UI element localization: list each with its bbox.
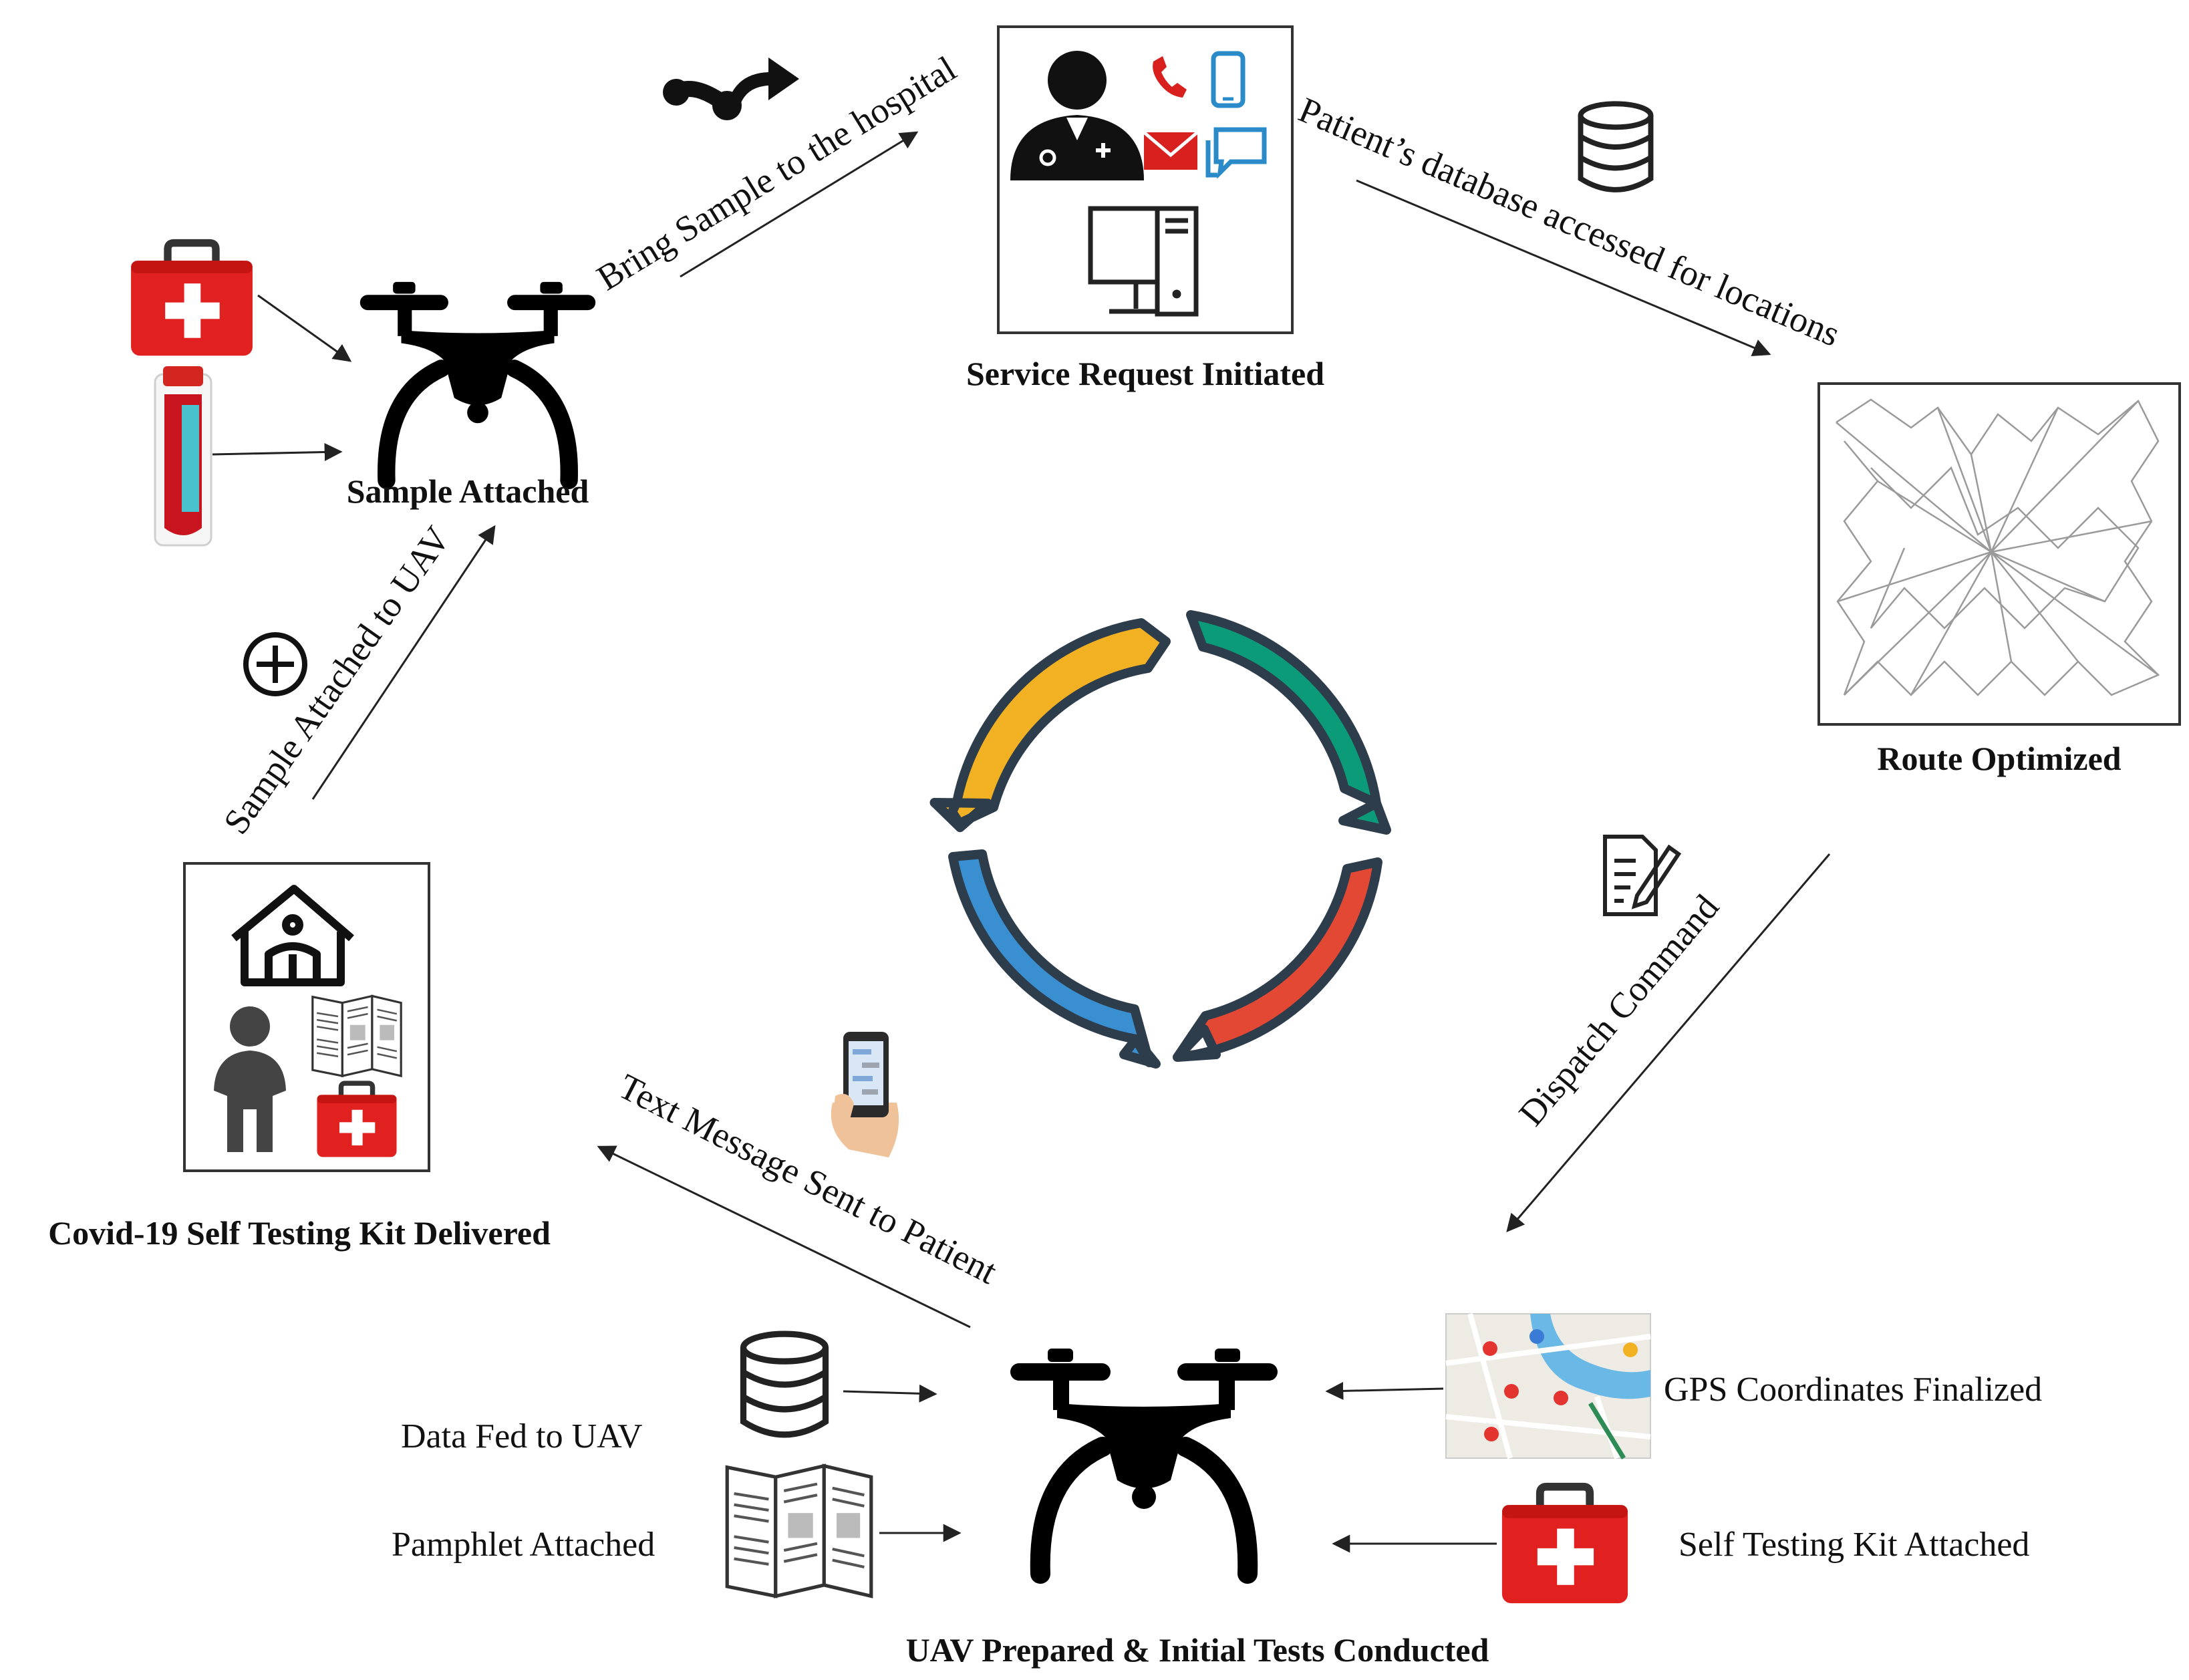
- pamphlet-icon: [311, 994, 402, 1077]
- gps-arrow: [1325, 1381, 1444, 1400]
- first-aid-kit-icon: [131, 243, 253, 356]
- phone-icon: [1153, 56, 1187, 98]
- text-message-arrow: [597, 1145, 971, 1328]
- cycle-segment-red: [1173, 857, 1382, 1062]
- hand-phone-icon: [831, 1032, 899, 1157]
- database-access-label: Patient’s database accessed for location…: [1293, 90, 1846, 354]
- mail-icon: [1143, 131, 1199, 170]
- mobile-icon: [1211, 51, 1246, 108]
- first-aid-kit-icon: [1502, 1487, 1628, 1603]
- map-icon: [1445, 1312, 1651, 1459]
- route-graph-icon: [1836, 398, 2160, 696]
- self-testing-kit-label: Self Testing Kit Attached: [1679, 1526, 2029, 1564]
- cycle-icon: [929, 610, 1391, 1069]
- bring-sample-arrow: [680, 131, 919, 278]
- kit-delivered-label: Covid-19 Self Testing Kit Delivered: [48, 1214, 551, 1252]
- cycle-segment-yellow: [929, 618, 1171, 833]
- database-icon: [744, 1334, 826, 1435]
- route-optimized-label: Route Optimized: [1877, 740, 2121, 777]
- dispatch-arrow: [1506, 853, 1831, 1233]
- plus-circle-icon: [243, 632, 307, 696]
- database-icon: [1581, 104, 1651, 190]
- sample-attached-label: Sample Attached: [347, 472, 589, 510]
- sample-to-uav-arrow: [311, 525, 496, 800]
- gps-label: GPS Coordinates Finalized: [1664, 1371, 2042, 1409]
- route-frame: [1817, 382, 2181, 726]
- cycle-segment-green: [1186, 610, 1391, 835]
- kit-to-drone-arrow: [257, 294, 352, 362]
- person-icon: [214, 1006, 286, 1152]
- computer-icon: [1088, 206, 1199, 317]
- drone-icon: [1010, 1349, 1278, 1574]
- text-message-label: Text Message Sent to Patient: [613, 1066, 1004, 1292]
- blood-tube-icon: [154, 366, 212, 547]
- doctor-icon: [1010, 51, 1144, 180]
- chat-icon: [1205, 127, 1267, 179]
- house-icon: [231, 885, 354, 986]
- drone-icon: [360, 282, 595, 480]
- document-edit-icon: [1603, 835, 1682, 916]
- pamphlet-icon: [727, 1466, 871, 1596]
- data-fed-arrow: [843, 1384, 937, 1403]
- database-access-arrow: [1356, 179, 1771, 357]
- dispatch-label: Dispatch Command: [1511, 887, 1727, 1133]
- pamphlet-label: Pamphlet Attached: [392, 1526, 655, 1564]
- data-fed-label: Data Fed to UAV: [401, 1417, 643, 1455]
- tube-to-drone-arrow: [212, 443, 343, 462]
- share-arrow-icon: [663, 57, 799, 120]
- cycle-segment-blue: [948, 849, 1161, 1069]
- service-request-label: Service Request Initiated: [966, 355, 1324, 392]
- uav-prepared-label: UAV Prepared & Initial Tests Conducted: [906, 1631, 1489, 1669]
